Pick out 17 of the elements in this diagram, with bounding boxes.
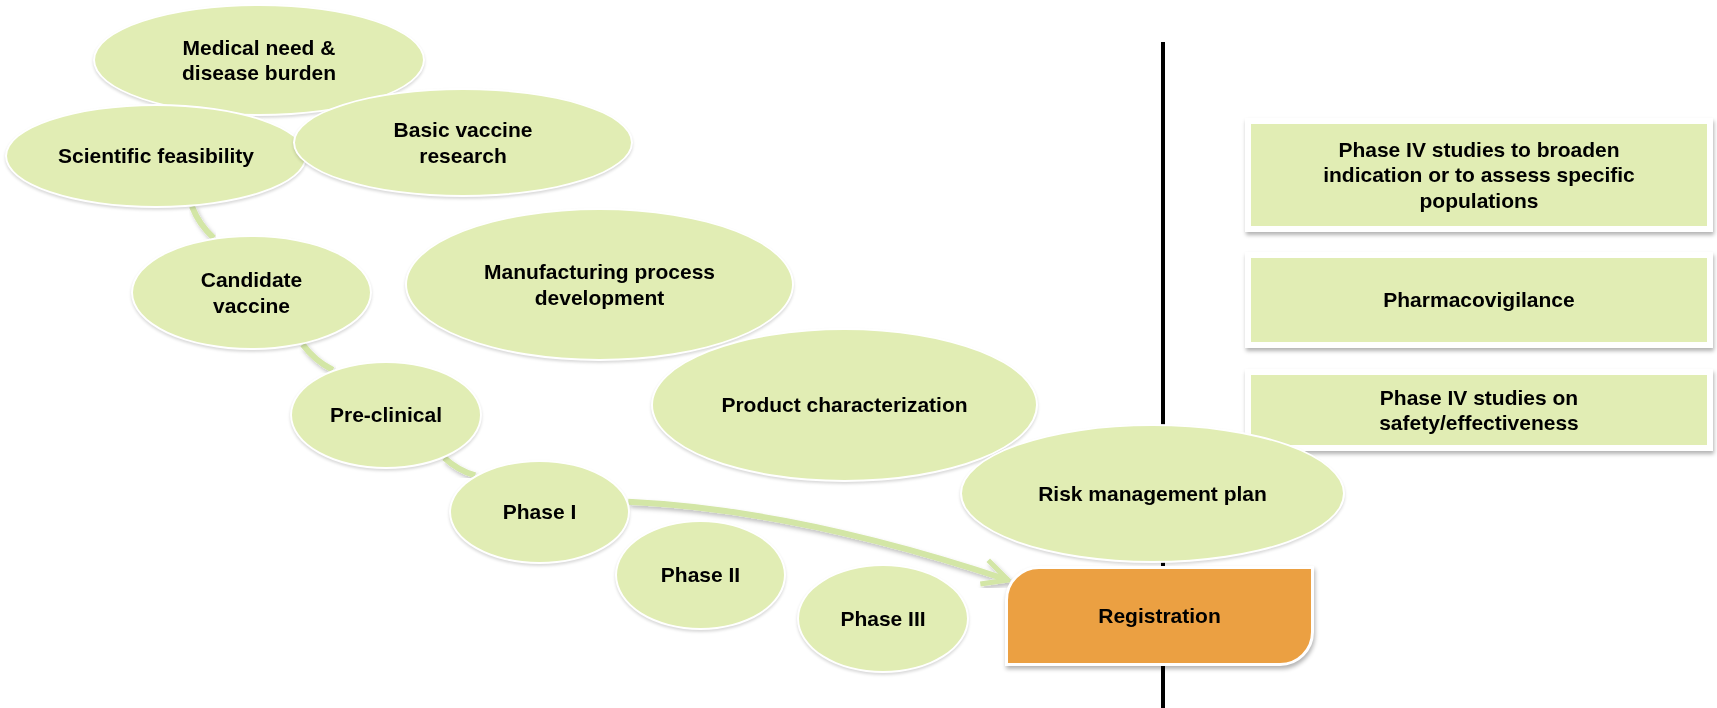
stage-label: Manufacturing process development: [482, 259, 716, 310]
stage-label: Risk management plan: [1038, 480, 1267, 507]
stage-label: Phase I: [502, 499, 577, 525]
stage-label: Pre-clinical: [329, 402, 443, 428]
stage-label: Pharmacovigilance: [1383, 287, 1575, 313]
curved-arrow: [628, 498, 1011, 587]
stage-label: Phase IV studies to broaden indication or to assess specific populations: [1322, 137, 1636, 213]
stage-label: Candidate vaccine: [199, 267, 304, 318]
stage-label: Medical need & disease burden: [180, 34, 338, 86]
stage-label: Phase II: [660, 562, 741, 588]
stage-label: Phase III: [840, 605, 926, 632]
stage-label: Registration: [1098, 603, 1221, 629]
stage-label: Phase IV studies on safety/effectiveness: [1378, 384, 1580, 436]
stage-label: Basic vaccine research: [392, 117, 534, 168]
stage-label: Scientific feasibility: [57, 143, 255, 169]
stage-label: Product characterization: [721, 392, 968, 418]
registration-box: [1005, 566, 1314, 666]
